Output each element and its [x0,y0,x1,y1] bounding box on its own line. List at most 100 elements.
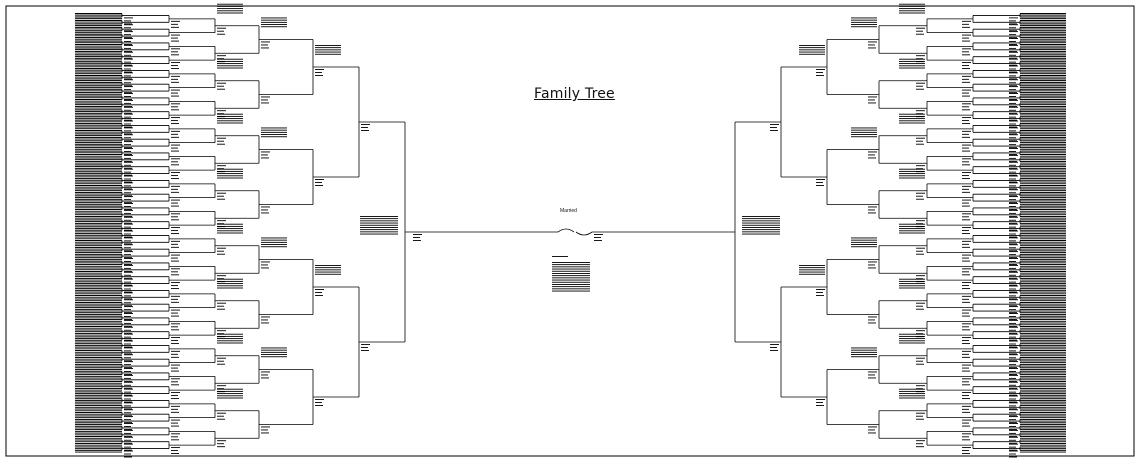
person-label [1009,405,1016,407]
person-label [124,216,133,218]
person-label [124,167,132,169]
children-block [217,397,243,399]
outer-ancestor-line [1020,441,1066,443]
outer-ancestor-line [75,42,122,44]
children-block [899,390,925,392]
children-block [261,129,287,131]
outer-ancestor-line [1020,429,1066,431]
outer-ancestor-line [75,35,122,37]
person-label [124,96,131,97]
person-label [916,223,923,225]
person-label [962,219,970,221]
person-label [124,233,131,235]
outer-ancestor-line [1020,68,1066,69]
outer-ancestor-line [75,107,122,109]
person-label [1009,350,1016,352]
outer-ancestor-line [75,351,122,353]
person-label [217,357,226,359]
outer-ancestor-line [75,370,122,372]
outer-ancestor-line [75,406,122,408]
person-label [261,212,269,214]
outer-ancestor-line [75,57,122,59]
outer-ancestor-line [1020,420,1066,422]
page-title: Family Tree [534,86,615,102]
person-label [124,443,133,445]
person-label [916,192,925,194]
person-label [124,319,133,321]
person-label [1009,313,1018,314]
outer-ancestor-line [75,250,122,252]
outer-ancestor-line [75,238,122,240]
outer-ancestor-line [1020,228,1066,229]
outer-ancestor-line [75,135,122,137]
outer-ancestor-line [1020,396,1066,398]
person-label [868,426,877,428]
person-label [1009,188,1017,190]
outer-ancestor-line [1020,446,1066,448]
outer-ancestor-line [1020,162,1066,164]
outer-ancestor-line [75,102,122,104]
outer-ancestor-line [1020,124,1066,126]
outer-ancestor-line [75,133,122,135]
person-label [1009,119,1017,121]
children-block [217,168,243,170]
person-label [217,308,225,310]
person-label [962,439,970,441]
outer-ancestor-line [75,253,122,255]
person-label [1009,381,1018,383]
outer-ancestor-line [1020,26,1066,28]
person-label [124,350,131,352]
person-label [124,99,133,101]
person-label [1009,137,1016,139]
children-block [799,45,825,46]
person-label [868,261,877,263]
outer-ancestor-line [75,217,122,219]
outer-ancestor-line [75,386,122,388]
outer-ancestor-line [1020,448,1066,450]
person-label [124,112,132,114]
outer-ancestor-line [1020,164,1066,166]
person-label [315,75,323,76]
person-label [171,246,179,248]
outer-ancestor-line [75,104,122,106]
person-label [217,30,224,32]
children-block [899,280,925,282]
outer-ancestor-line [75,365,122,367]
person-label [962,367,969,369]
person-label [868,47,876,49]
person-label [124,377,131,379]
person-label [171,353,178,355]
children-block [899,230,925,232]
outer-ancestor-line [75,224,122,226]
couple-children-block [552,275,590,277]
person-label [962,343,970,345]
person-label [916,333,923,335]
person-label [1009,151,1016,152]
person-label [1009,209,1018,211]
person-label [124,38,133,39]
outer-ancestor-line [75,400,122,401]
outer-ancestor-line [1020,102,1066,104]
person-label [962,230,969,232]
person-label [1009,34,1016,36]
children-block [851,129,877,131]
person-label [1009,133,1017,135]
person-label [171,405,180,407]
outer-ancestor-line [75,260,122,262]
outer-ancestor-line [1020,83,1066,85]
person-label [261,47,269,49]
person-label [816,185,824,186]
children-block [217,232,243,234]
outer-ancestor-line [75,396,122,398]
person-label [124,312,132,314]
person-label [261,316,270,318]
person-label [962,34,971,36]
outer-ancestor-line [1020,88,1066,90]
outer-ancestor-line [1020,147,1066,149]
person-label [124,398,131,400]
outer-ancestor-line [75,150,122,152]
children-block [899,287,925,289]
person-label [962,188,969,190]
person-label [1009,134,1018,136]
children-block [899,5,925,7]
